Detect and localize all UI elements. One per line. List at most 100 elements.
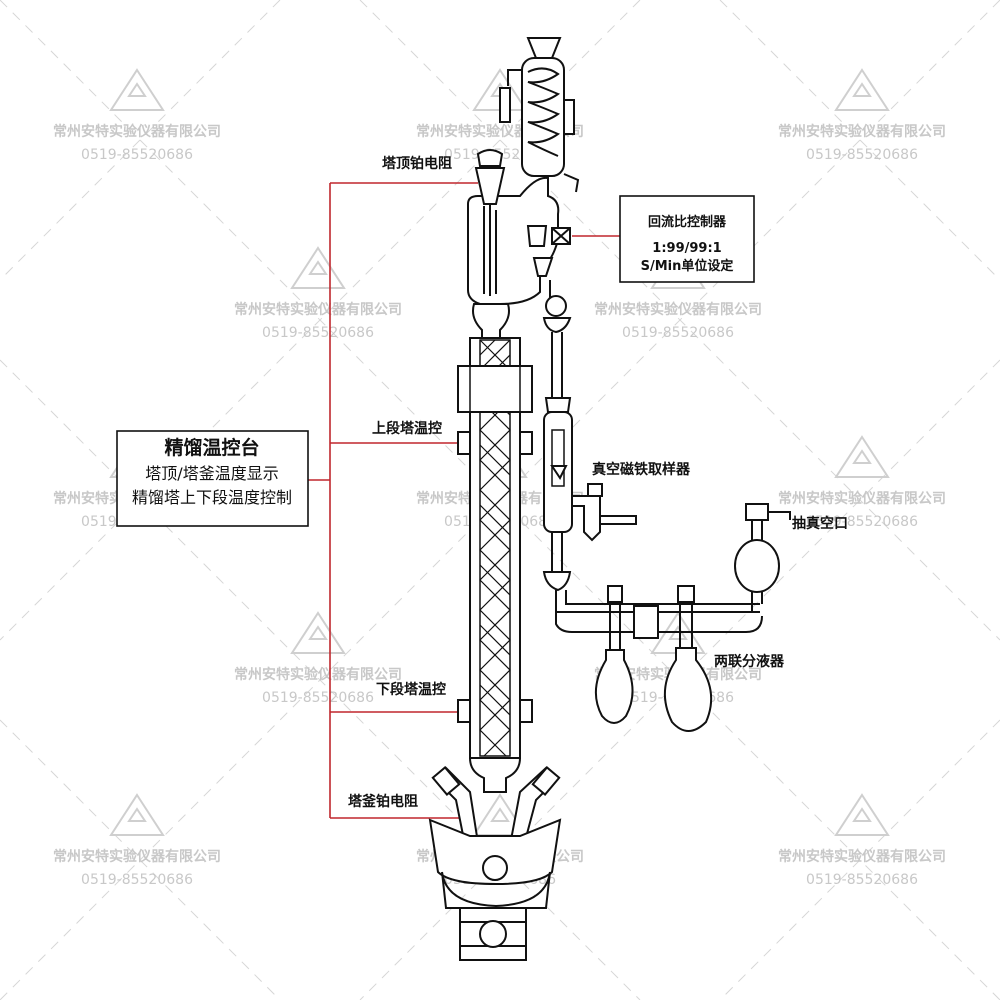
column-upper-joint <box>472 303 510 339</box>
control-wiring <box>308 182 620 819</box>
reflux-box-title: 回流比控制器 <box>648 214 727 230</box>
watermark-logo-icon <box>834 68 890 111</box>
lower-temp-clip-left <box>457 699 471 723</box>
receiver-right-flask <box>663 647 713 732</box>
receiver-right-neck <box>679 602 693 648</box>
lower-temp-clip-right <box>519 699 533 723</box>
upper-heating-jacket <box>457 365 533 413</box>
watermark-stamp: 常州安特实验仪器有限公司 0519-85520686 <box>778 435 946 530</box>
watermark-phone: 0519-85520686 <box>622 325 734 341</box>
label-upper-temp: 上段塔温控 <box>372 420 442 437</box>
control-box-title: 精馏温控台 <box>164 436 259 459</box>
watermark-company: 常州安特实验仪器有限公司 <box>234 301 402 318</box>
label-vacuum-port: 抽真空口 <box>792 515 848 532</box>
watermark-stamp: 常州安特实验仪器有限公司 0519-85520686 <box>234 611 402 706</box>
control-box: 精馏温控台 塔顶/塔釜温度显示 精馏塔上下段温度控制 <box>116 430 309 527</box>
watermark-stamp: 常州安特实验仪器有限公司 0519-85520686 <box>778 793 946 888</box>
watermark-logo-icon <box>290 246 346 289</box>
vacuum-bulb <box>734 539 780 593</box>
receiver-left-neck <box>609 602 621 650</box>
reflux-box-line2: S/Min单位设定 <box>641 258 734 274</box>
control-box-line2: 精馏塔上下段温度控制 <box>132 488 292 507</box>
condenser-outlet <box>563 173 580 193</box>
top-thermometer-joint <box>474 167 506 205</box>
watermark-company: 常州安特实验仪器有限公司 <box>234 666 402 683</box>
label-dual-receiver: 两联分液器 <box>714 653 785 670</box>
top-thermometer-cap <box>476 149 504 167</box>
lab-stand-lower <box>459 945 527 961</box>
side-tube-lower <box>551 532 563 572</box>
watermark-company: 常州安特实验仪器有限公司 <box>778 490 946 507</box>
side-joint-lower <box>542 571 572 592</box>
label-top-sensor: 塔顶铂电阻 <box>382 155 452 172</box>
sampler-stopcock <box>571 495 601 542</box>
watermark-company: 常州安特实验仪器有限公司 <box>778 848 946 865</box>
bottom-sensor-cap <box>531 766 561 796</box>
watermark-phone: 0519-85520686 <box>262 325 374 341</box>
vacuum-side-outlet <box>768 511 791 520</box>
upper-temp-clip-right <box>519 431 533 455</box>
dual-receiver <box>595 585 713 732</box>
control-box-line1: 塔顶/塔釜温度显示 <box>145 464 278 483</box>
heating-mantle-bowl <box>428 818 562 886</box>
side-joint-upper <box>542 317 572 334</box>
watermark-phone: 0519-85520686 <box>81 147 193 163</box>
reflux-bulb <box>545 295 567 317</box>
label-lower-temp: 下段塔温控 <box>376 681 446 698</box>
receiver-left-cap <box>607 585 623 603</box>
sampler-window <box>551 429 565 487</box>
watermark-logo-icon <box>834 793 890 836</box>
still-pot <box>428 766 562 961</box>
condenser-coil <box>527 67 561 157</box>
top-thermometer <box>474 149 506 296</box>
watermark-stamp: 常州安特实验仪器有限公司 0519-85520686 <box>778 68 946 163</box>
watermark-stamp: 常州安特实验仪器有限公司 0519-85520686 <box>53 793 221 888</box>
watermark-company: 常州安特实验仪器有限公司 <box>594 301 762 318</box>
condenser-clamp-right <box>563 99 575 135</box>
watermark-stamp: 常州安特实验仪器有限公司 0519-85520686 <box>234 246 402 341</box>
watermark-phone: 0519-85520686 <box>806 872 918 888</box>
sampler-magnet-icon <box>550 465 568 480</box>
watermark-logo-icon <box>290 611 346 654</box>
vacuum-assembly <box>734 503 791 612</box>
heating-mantle-base <box>441 871 551 909</box>
sampler-joint-top <box>544 397 572 413</box>
condenser-jacket <box>521 57 565 177</box>
vacuum-bulb-stem <box>751 592 763 612</box>
side-line <box>542 280 763 639</box>
lab-stand-upper <box>459 907 527 923</box>
distillation-column <box>457 337 533 759</box>
reflux-box-line1: 1:99/99:1 <box>652 241 721 256</box>
manifold-clamp <box>633 605 659 639</box>
condenser-clamp-left <box>499 87 511 123</box>
horizontal-manifold-bottom <box>555 590 763 633</box>
upper-jacket-sleeve <box>469 365 521 413</box>
watermark-phone: 0519-85520686 <box>262 690 374 706</box>
column-lower-joint <box>468 757 522 793</box>
watermark-phone: 0519-85520686 <box>81 872 193 888</box>
watermark-company: 常州安特实验仪器有限公司 <box>53 848 221 865</box>
condenser-funnel <box>526 37 562 59</box>
sampler-outlet <box>600 515 637 525</box>
label-bottom-sensor: 塔釜铂电阻 <box>348 793 418 810</box>
head-drip <box>532 257 554 277</box>
watermark-logo-icon <box>109 793 165 836</box>
reflux-box-frame <box>619 195 755 283</box>
pot-flask <box>482 855 508 881</box>
watermark-phone: 0519-85520686 <box>806 514 918 530</box>
watermark-phone: 0519-85520686 <box>806 147 918 163</box>
sampler-stopcock-cap <box>587 483 603 497</box>
control-box-frame <box>116 430 309 527</box>
receiver-right-cap <box>677 585 695 603</box>
watermark-stamp: 常州安特实验仪器有限公司 0519-85520686 <box>53 68 221 163</box>
label-sampler: 真空磁铁取样器 <box>592 461 691 478</box>
vacuum-valve-cap <box>745 503 769 521</box>
magnet-valve-cross <box>551 227 571 245</box>
head-valve-tap <box>526 225 548 247</box>
vacuum-neck <box>751 520 763 540</box>
reflux-box: 回流比控制器 1:99/99:1 S/Min单位设定 <box>619 195 755 283</box>
side-tube-upper <box>551 332 563 398</box>
watermark-logo-icon <box>834 435 890 478</box>
